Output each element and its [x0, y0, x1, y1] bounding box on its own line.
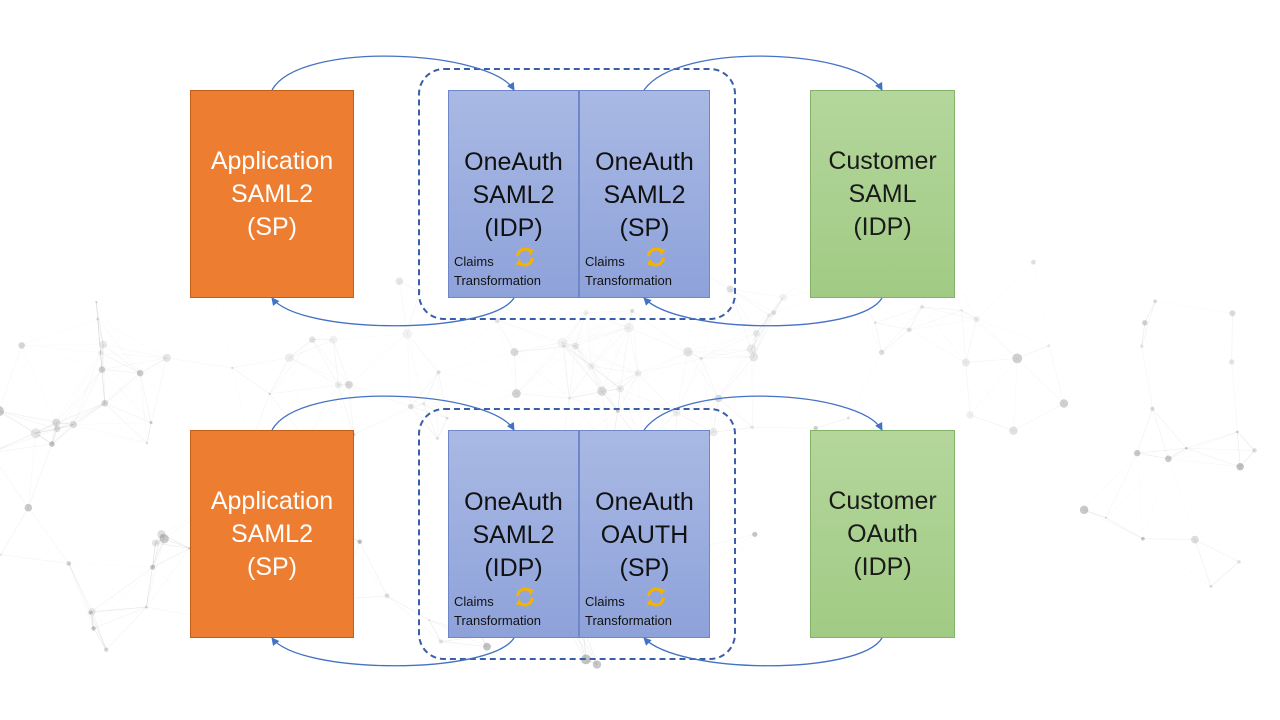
box-line: (SP): [619, 214, 670, 242]
box-line: OAuth: [847, 519, 918, 548]
box-line: OAUTH: [600, 521, 689, 549]
customer-idp-box: Customer SAML (IDP): [810, 90, 955, 298]
claims-word: Claims: [454, 594, 494, 609]
sync-icon: [646, 247, 666, 267]
box-line: (IDP): [484, 214, 543, 242]
claims-transformation-label: Claims Transformation: [585, 247, 672, 290]
claims-transformation-label: Claims Transformation: [454, 587, 541, 630]
oneauth-idp-box: OneAuth SAML2 (IDP) Claims Transformatio…: [448, 430, 579, 638]
box-line: SAML: [848, 179, 917, 208]
box-line: (SP): [247, 212, 297, 241]
box-line: (SP): [247, 552, 297, 581]
flow-row-saml: Application SAML2 (SP) OneAuth SAML2 (ID…: [0, 60, 1280, 320]
sync-icon: [515, 587, 535, 607]
oneauth-group-dashed: [418, 68, 736, 320]
claims-transformation-label: Claims Transformation: [585, 587, 672, 630]
application-sp-box: Application SAML2 (SP): [190, 90, 354, 298]
box-line: Application: [210, 146, 334, 175]
box-line: Customer: [828, 486, 937, 515]
oneauth-sp-box: OneAuth SAML2 (SP) Claims Transformation: [579, 90, 710, 298]
claims-word: Claims: [454, 254, 494, 269]
box-line: (SP): [619, 554, 670, 582]
customer-idp-box: Customer OAuth (IDP): [810, 430, 955, 638]
box-line: Customer: [828, 146, 937, 175]
oneauth-sp-box: OneAuth OAUTH (SP) Claims Transformation: [579, 430, 710, 638]
box-line: (IDP): [484, 554, 543, 582]
box-line: SAML2: [603, 181, 686, 209]
claims-word: Claims: [585, 254, 625, 269]
transformation-word: Transformation: [454, 273, 541, 288]
application-sp-box: Application SAML2 (SP): [190, 430, 354, 638]
box-line: SAML2: [472, 181, 555, 209]
sync-icon: [515, 247, 535, 267]
oneauth-group-dashed: [418, 408, 736, 660]
oneauth-idp-box: OneAuth SAML2 (IDP) Claims Transformatio…: [448, 90, 579, 298]
box-line: OneAuth: [464, 148, 563, 176]
claims-transformation-label: Claims Transformation: [454, 247, 541, 290]
sync-icon: [646, 587, 666, 607]
box-line: OneAuth: [595, 488, 694, 516]
box-line: SAML2: [231, 179, 313, 208]
transformation-word: Transformation: [454, 613, 541, 628]
transformation-word: Transformation: [585, 273, 672, 288]
box-line: OneAuth: [464, 488, 563, 516]
box-line: SAML2: [231, 519, 313, 548]
flow-row-oauth: Application SAML2 (SP) OneAuth SAML2 (ID…: [0, 400, 1280, 660]
claims-word: Claims: [585, 594, 625, 609]
box-line: OneAuth: [595, 148, 694, 176]
transformation-word: Transformation: [585, 613, 672, 628]
box-line: (IDP): [853, 212, 912, 241]
box-line: (IDP): [853, 552, 912, 581]
box-line: SAML2: [472, 521, 555, 549]
box-line: Application: [210, 486, 334, 515]
